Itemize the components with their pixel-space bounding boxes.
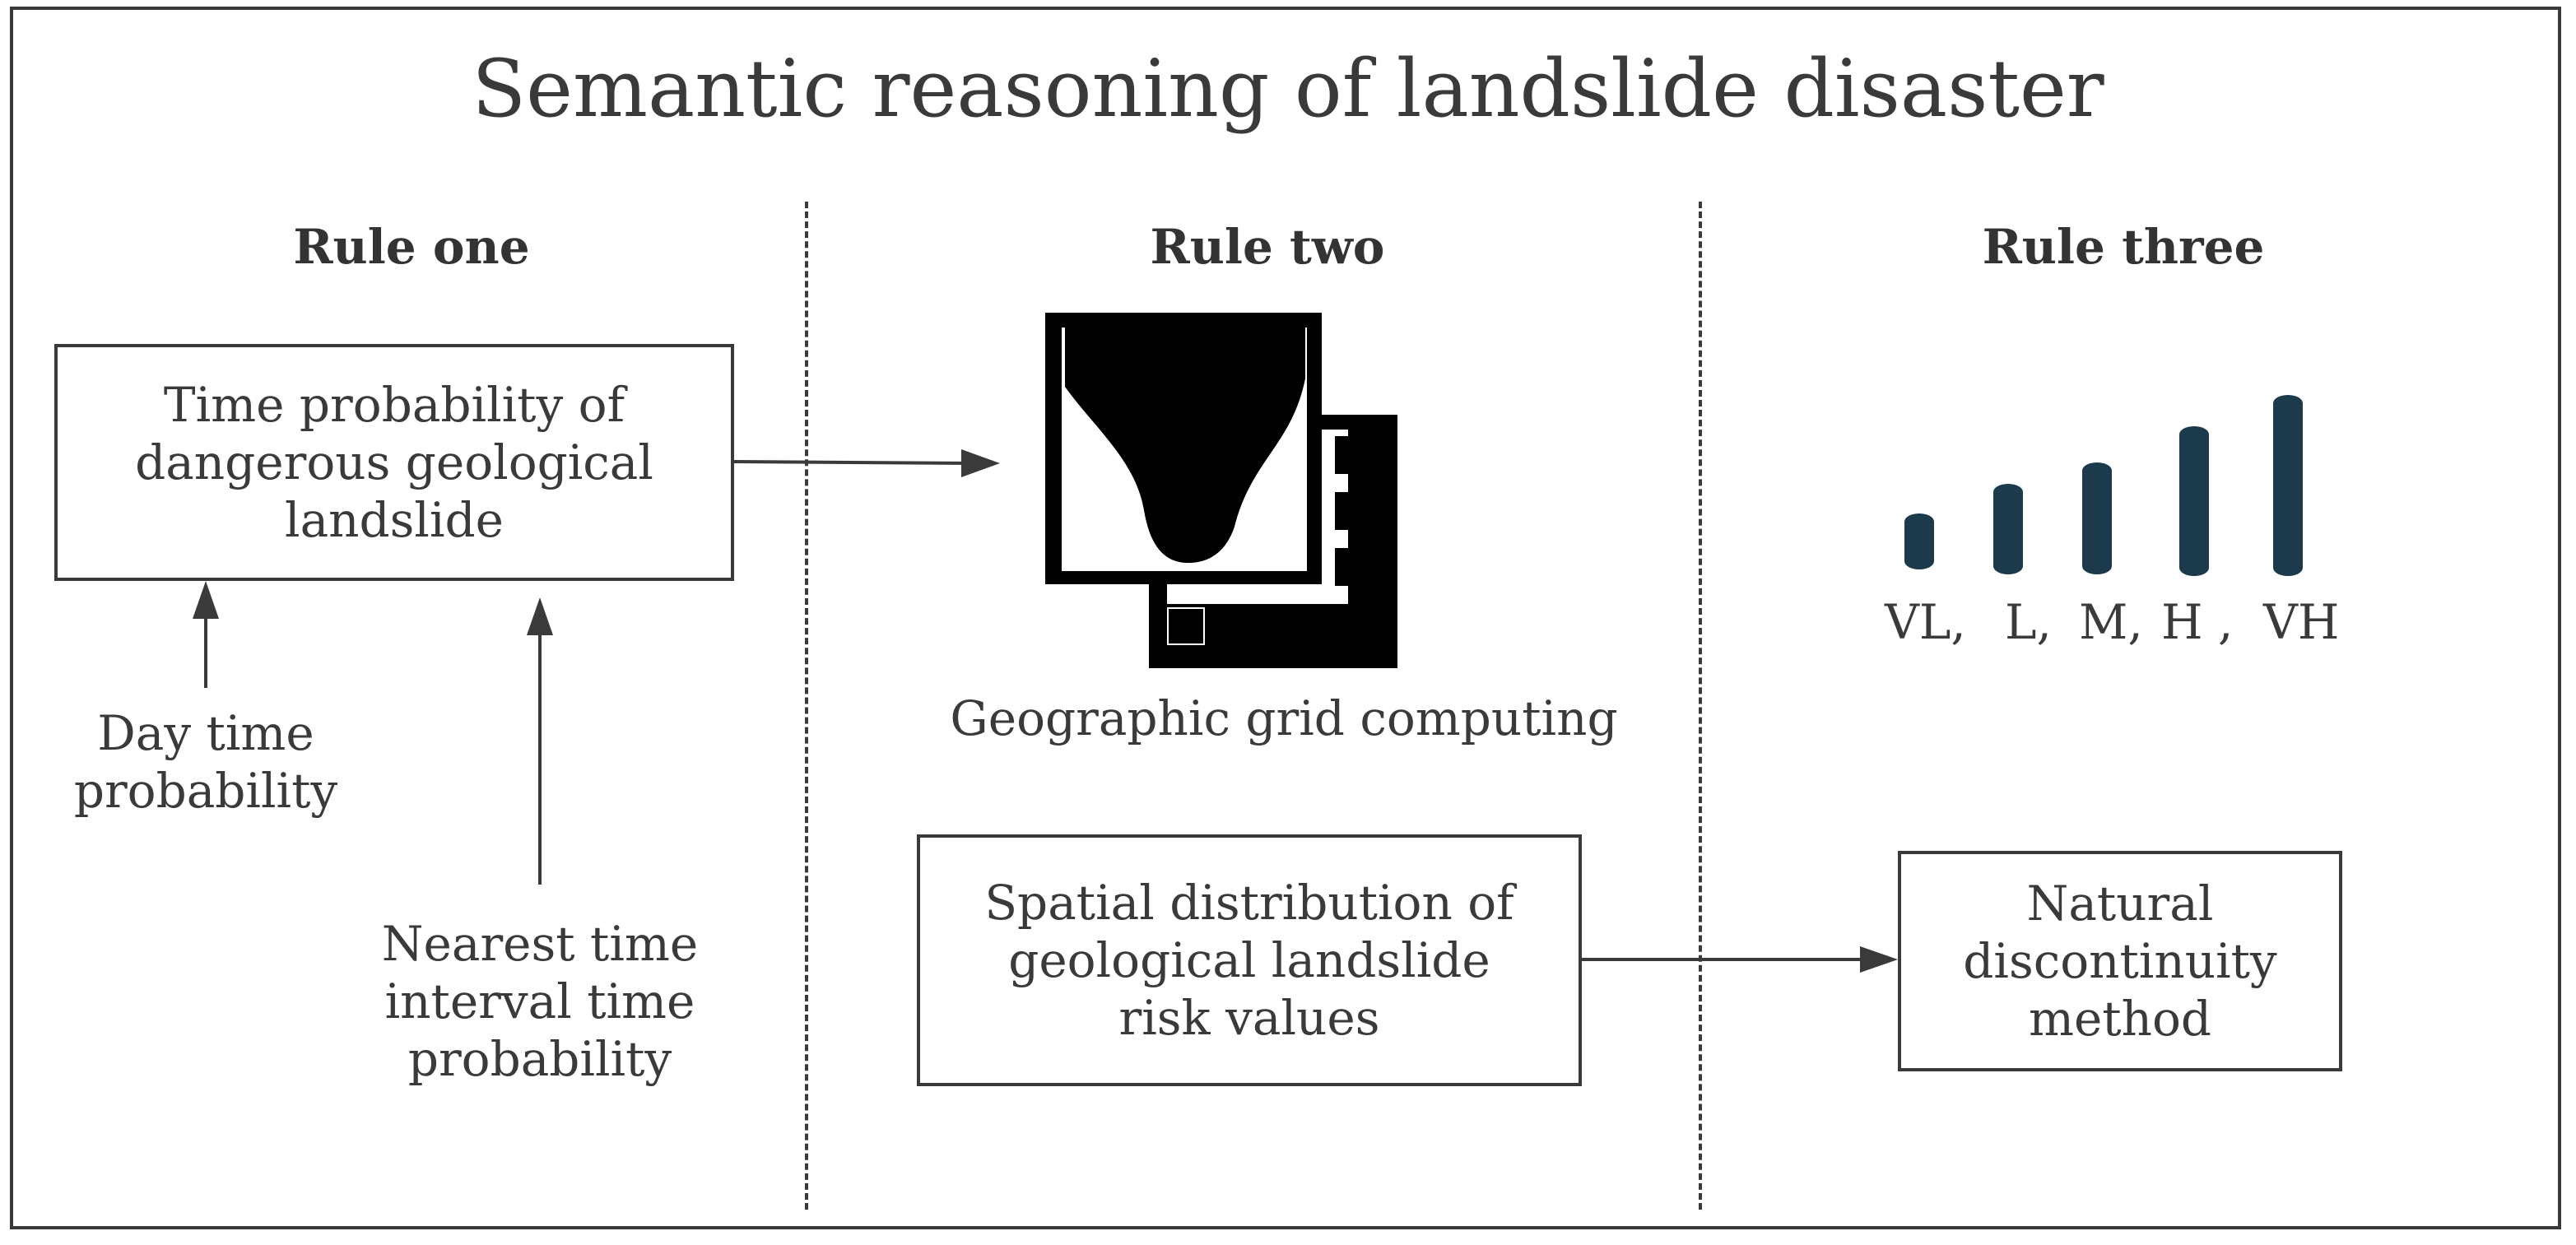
level-label-l: L, <box>2005 594 2052 650</box>
heading-rule-two: Rule two <box>1150 219 1385 275</box>
arrow-to-natural-discontinuity <box>1582 946 1898 973</box>
time-probability-box: Time probability of dangerous geological… <box>54 344 734 581</box>
box-line: landslide <box>285 492 504 548</box>
spatial-distribution-box: Spatial distribution of geological lands… <box>917 834 1582 1086</box>
nearest-time-interval-label: Nearest time interval time probability <box>381 916 699 1087</box>
level-label-m: M, <box>2079 594 2143 650</box>
diagram-title: Semantic reasoning of landslide disaster <box>472 43 2104 135</box>
diagram-frame <box>10 7 2561 1229</box>
day-time-probability-label: Day time probability <box>73 705 338 819</box>
divider-right <box>1699 202 1702 1210</box>
geographic-grid-label: Geographic grid computing <box>950 690 1618 746</box>
arrow-to-grid <box>733 449 1000 477</box>
grid-map-icon <box>1045 313 1397 668</box>
level-label-vl: VL, <box>1885 594 1966 650</box>
arrow-day-time <box>193 581 219 688</box>
level-label-h: H , <box>2161 594 2234 650</box>
box-line: dangerous geological <box>135 434 653 490</box>
heading-rule-one: Rule one <box>293 219 530 275</box>
arrow-nearest-time <box>527 597 553 885</box>
level-label-vh: VH <box>2263 594 2340 650</box>
bar-levels-icon <box>1904 395 2303 576</box>
natural-discontinuity-box: Natural discontinuity method <box>1898 851 2342 1071</box>
divider-left <box>805 202 808 1210</box>
box-line: Time probability of <box>163 377 625 433</box>
heading-rule-three: Rule three <box>1982 219 2265 275</box>
